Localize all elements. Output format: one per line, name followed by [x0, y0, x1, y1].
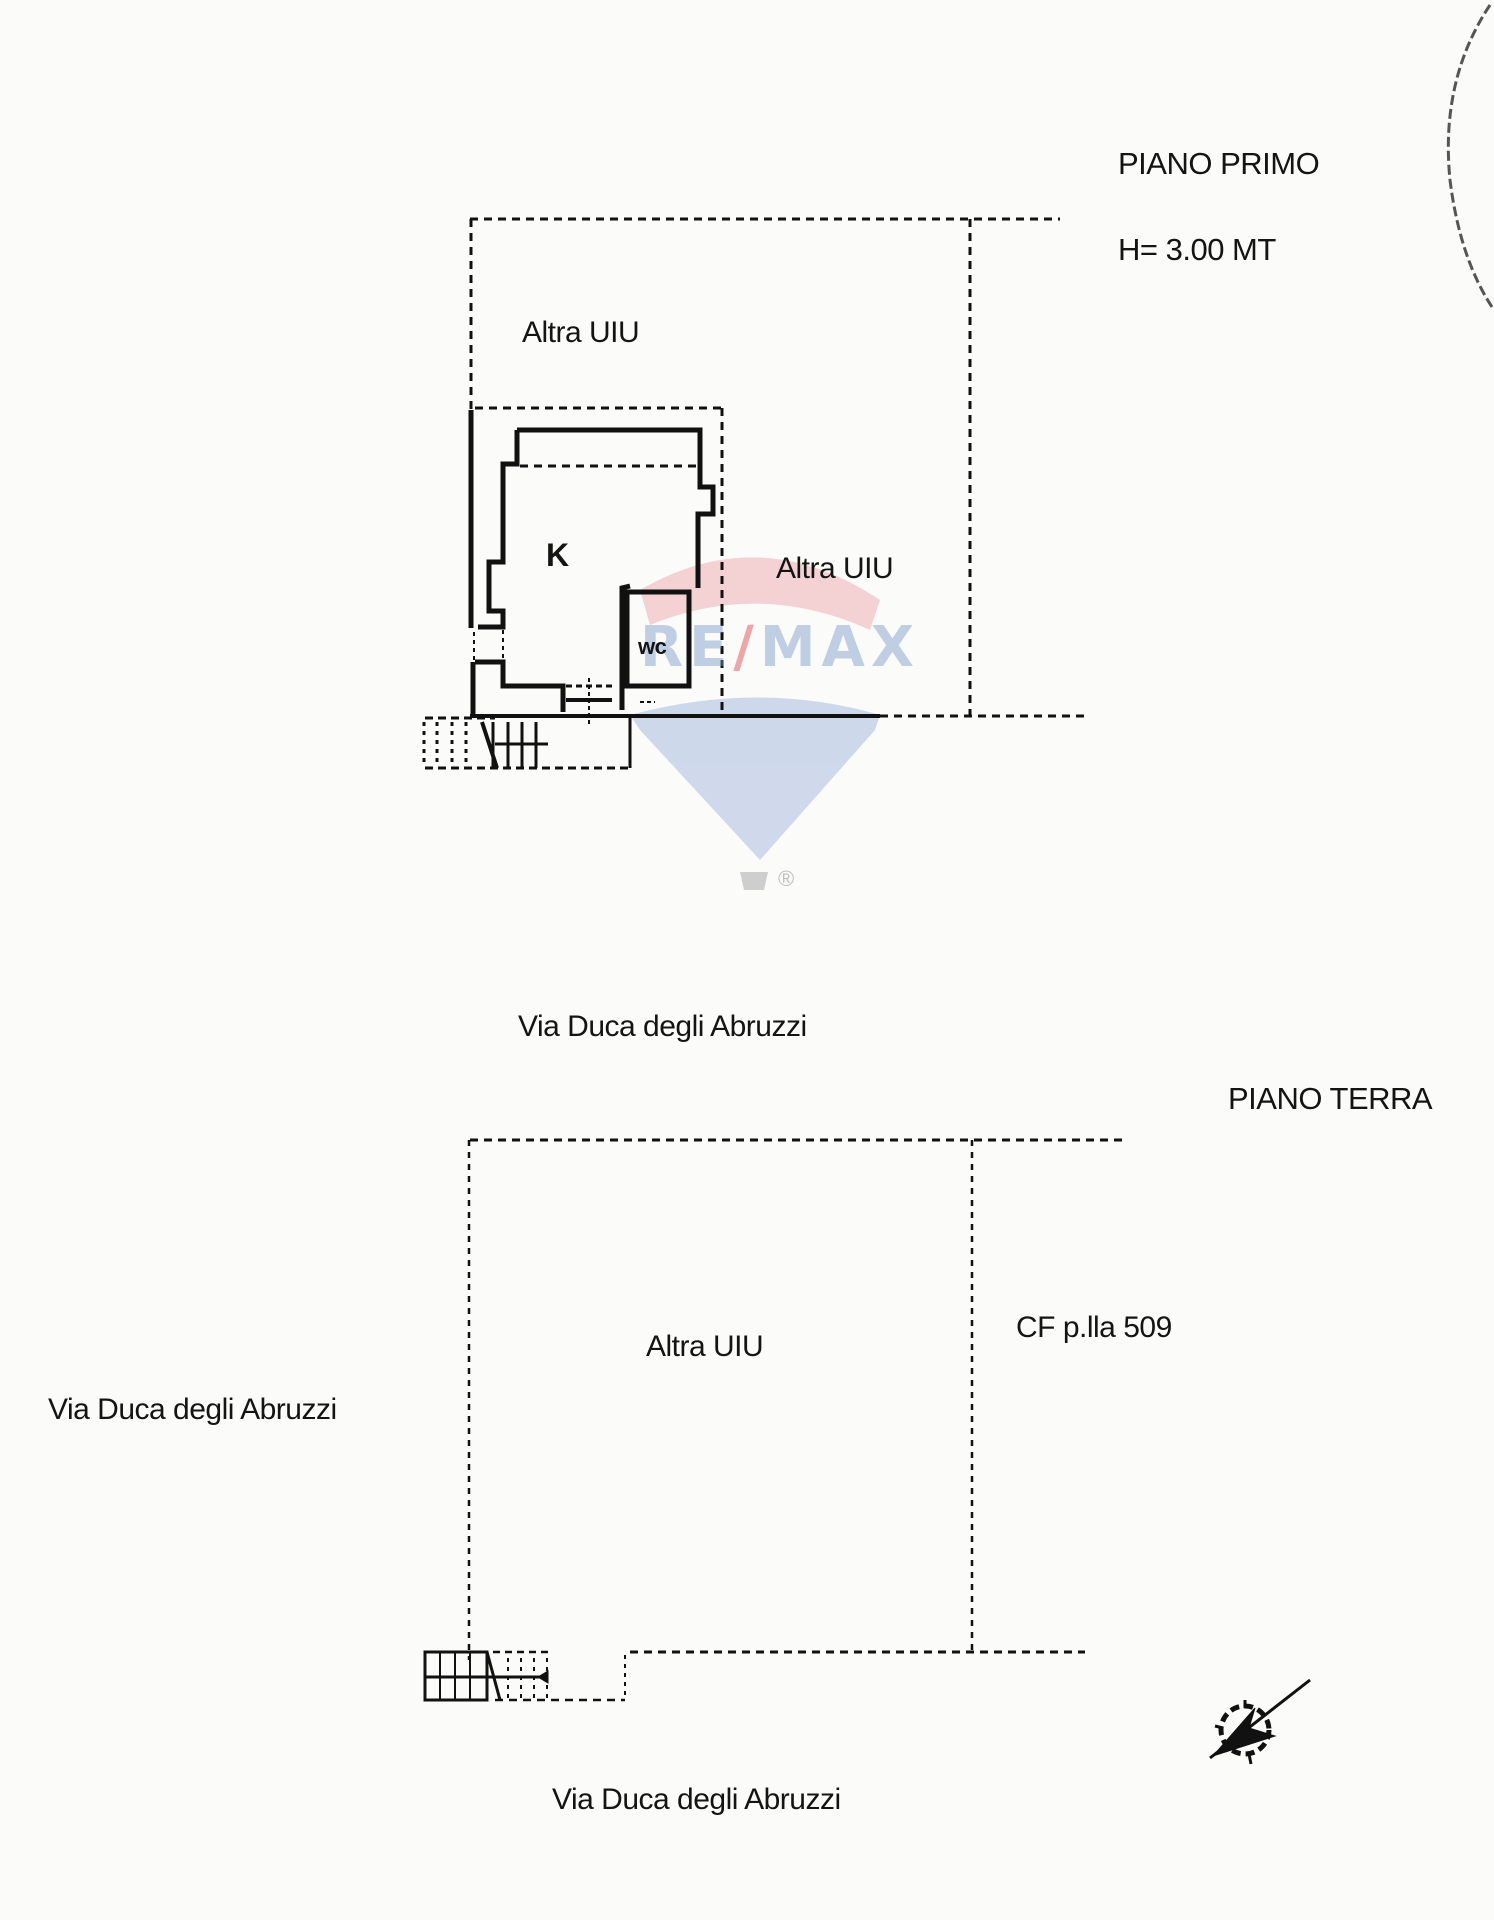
remax-logo-text: RE/MAX	[640, 615, 920, 680]
label-kitchen: K	[546, 537, 569, 573]
ground-floor-plan	[423, 1138, 1125, 1702]
registered-mark: ®	[778, 866, 795, 891]
ground-stairs	[423, 1650, 549, 1702]
label-wc: wc	[638, 634, 667, 659]
label-neighbor-parcel: CF p.lla 509	[1016, 1311, 1172, 1344]
upper-floor-plan	[422, 217, 1085, 770]
label-other-unit-right: Altra UIU	[776, 552, 894, 585]
remax-brand-left: RE	[640, 615, 734, 680]
remax-balloon-watermark	[630, 557, 880, 890]
label-street-upper: Via Duca degli Abruzzi	[518, 1010, 807, 1043]
label-street-bottom: Via Duca degli Abruzzi	[552, 1783, 841, 1816]
label-other-unit-top: Altra UIU	[522, 316, 640, 349]
label-street-left: Via Duca degli Abruzzi	[48, 1393, 337, 1426]
ground-floor-title: PIANO TERRA	[1228, 1081, 1433, 1116]
stamp-arc	[1446, 4, 1494, 311]
compass-rose-icon	[1209, 1678, 1311, 1765]
upper-stairs	[422, 716, 632, 770]
label-other-unit-ground: Altra UIU	[646, 1330, 764, 1363]
ceiling-height-note: H= 3.00 MT	[1118, 232, 1276, 267]
remax-brand-slash: /	[733, 615, 760, 680]
upper-floor-title: PIANO PRIMO	[1118, 146, 1320, 181]
remax-brand-right: MAX	[759, 615, 921, 680]
